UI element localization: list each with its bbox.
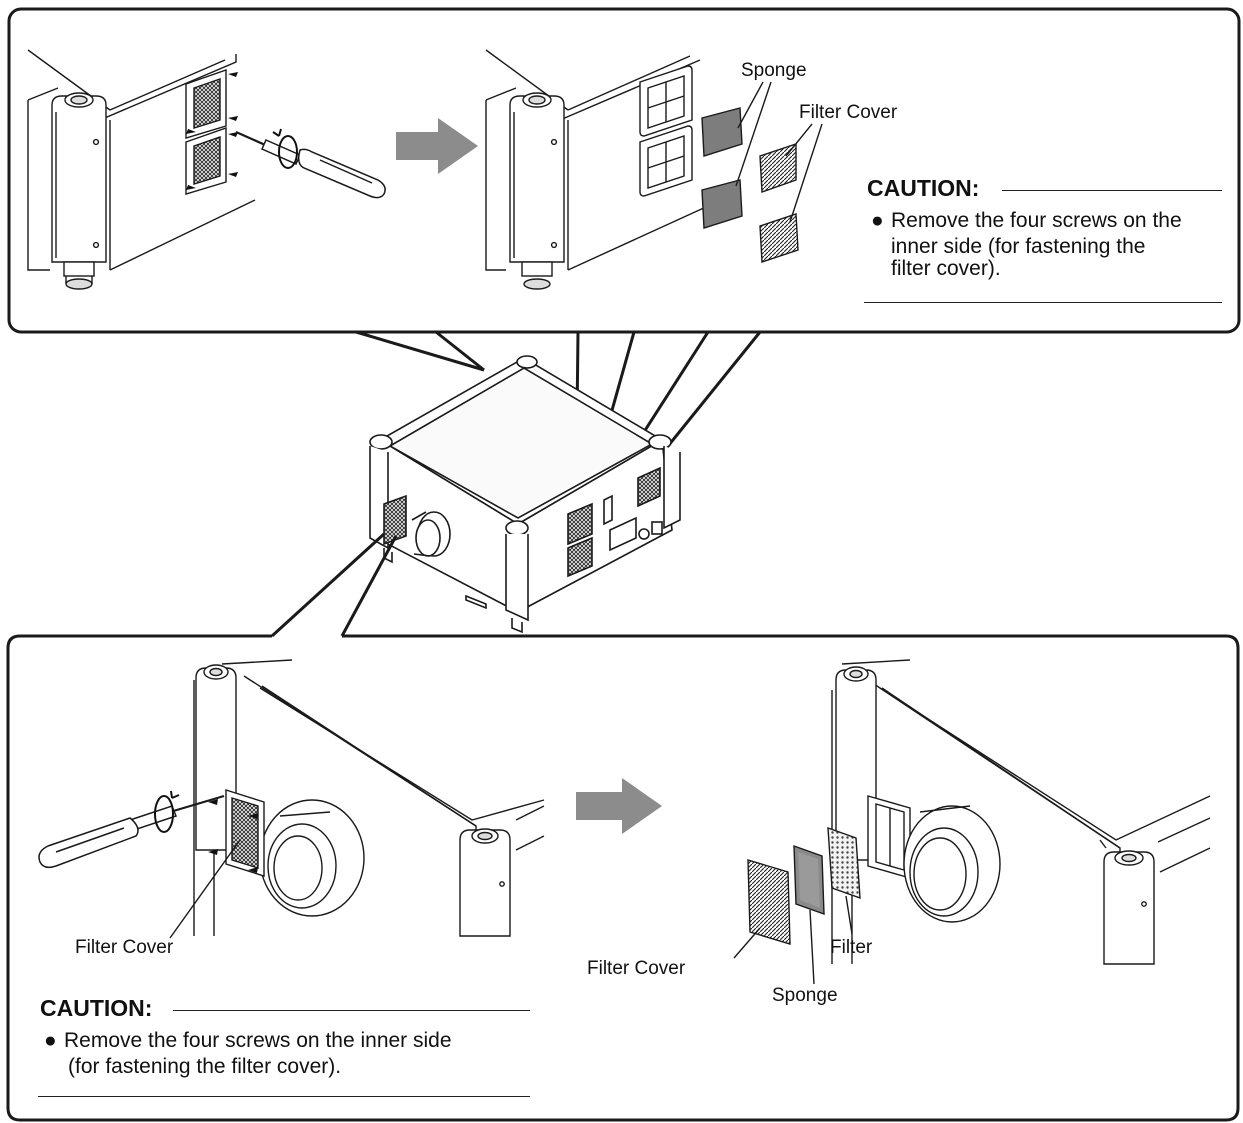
- bullet-icon: ●: [871, 209, 884, 232]
- caution-title-top: CAUTION:: [867, 175, 980, 201]
- label-filter-cover-top: Filter Cover: [799, 102, 898, 123]
- caution-bottom-rule: [38, 1096, 530, 1097]
- sponge-lower: [701, 179, 743, 229]
- caution-top-bottom-rule: [864, 302, 1222, 303]
- caution-top-line-2: inner side (for fastening the: [891, 235, 1146, 258]
- screwdriver-icon: [235, 130, 386, 199]
- rotation-arrow-icon: [272, 128, 298, 169]
- top-callout-panel: [7, 7, 1241, 334]
- bottom-filter-cover-installed: [208, 789, 265, 877]
- label-filter-cover-bottom-right: Filter Cover: [587, 958, 686, 979]
- caution-top-line-1: Remove the four screws on the: [891, 209, 1182, 232]
- bottom-screwdriver-icon: [38, 794, 225, 869]
- top-leader-lines: [735, 81, 823, 223]
- top-sponges: [701, 107, 743, 229]
- bullet-icon: ●: [44, 1029, 57, 1052]
- top-left-filter-covers: [185, 69, 238, 195]
- screw-marks: [186, 72, 238, 190]
- projector-icon: [369, 355, 681, 634]
- caution-title-bottom: CAUTION:: [40, 995, 153, 1021]
- top-left-projector-side: [27, 49, 256, 290]
- bottom-leader-filter-cover: [169, 839, 241, 939]
- bottom-connector-lines: [270, 532, 398, 638]
- bottom-step-arrow-icon: [576, 778, 662, 834]
- label-filter-cover-bottom-left: Filter Cover: [75, 937, 174, 958]
- filter-cover-lower: [759, 213, 799, 263]
- step-arrow-icon: [396, 118, 478, 174]
- label-filter: Filter: [830, 937, 873, 958]
- filter-cover-part: [747, 859, 791, 945]
- top-filter-covers-removed: [759, 143, 799, 263]
- caution-text-top: ● Remove the four screws on the inner sid…: [871, 208, 1231, 282]
- caution-bottom-title-rule: [173, 1010, 530, 1011]
- bottom-right-projector-front: [831, 659, 1211, 965]
- filter-cover-upper: [759, 143, 797, 193]
- filter-part: [827, 826, 861, 900]
- sponge-upper: [701, 107, 743, 157]
- bottom-right-leader-lines: [733, 895, 853, 985]
- caution-top-line-3: filter cover).: [891, 257, 1001, 280]
- caution-top-title-rule: [1002, 190, 1222, 191]
- caution-text-bottom: ● Remove the four screws on the inner sid…: [44, 1028, 524, 1080]
- label-sponge-bottom: Sponge: [772, 985, 838, 1006]
- top-middle-projector-side: [485, 49, 731, 290]
- caution-bottom-line-1: Remove the four screws on the inner side: [64, 1029, 452, 1052]
- bottom-callout-panel: [6, 634, 1240, 1122]
- caution-bottom-line-2: (for fastening the filter cover).: [68, 1055, 342, 1078]
- bottom-rotation-arrow-icon: [154, 790, 180, 833]
- bottom-removed-parts: [747, 826, 861, 945]
- label-sponge-top: Sponge: [741, 60, 807, 81]
